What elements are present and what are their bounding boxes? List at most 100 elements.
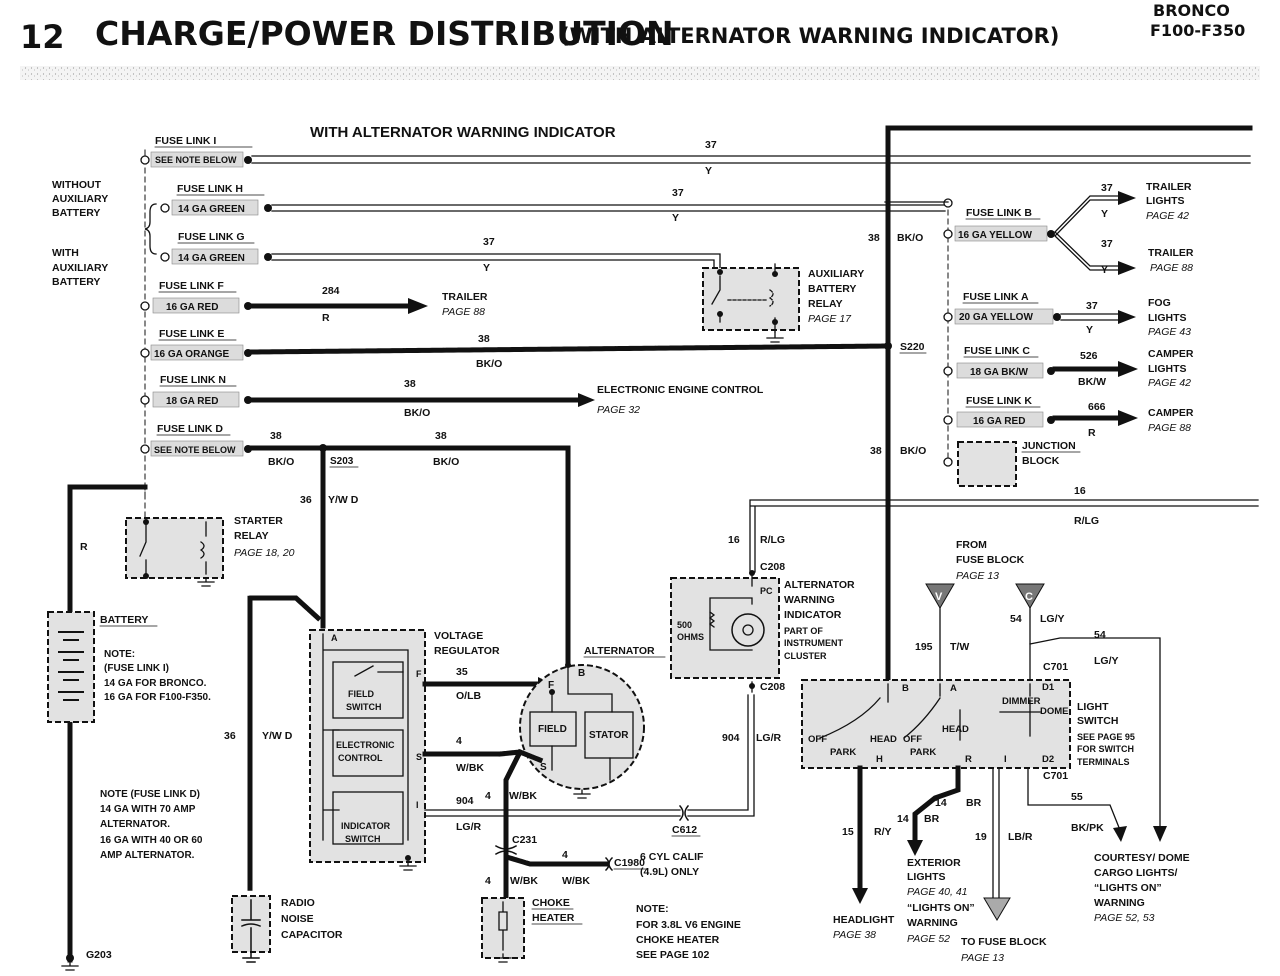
svg-text:CAMPER: CAMPER bbox=[1148, 348, 1194, 360]
aux-relay-label: AUXILIARY BATTERY RELAY PAGE 17 bbox=[808, 268, 864, 325]
diagram-title: WITH ALTERNATOR WARNING INDICATOR bbox=[310, 124, 616, 141]
svg-text:SWITCH: SWITCH bbox=[345, 834, 381, 844]
connector-c208-bottom: C208 bbox=[760, 681, 785, 693]
svg-text:STARTER: STARTER bbox=[234, 515, 283, 527]
svg-text:F: F bbox=[416, 669, 422, 679]
svg-text:O/LB: O/LB bbox=[456, 690, 481, 702]
svg-text:DOME: DOME bbox=[1040, 706, 1069, 717]
awi-label: ALTERNATOR WARNING INDICATOR bbox=[784, 579, 855, 621]
svg-text:I: I bbox=[1004, 754, 1007, 765]
svg-text:14: 14 bbox=[935, 797, 947, 809]
svg-text:INDICATOR: INDICATOR bbox=[341, 821, 391, 831]
fuse-v-icon: V bbox=[935, 591, 943, 603]
fuse-link-h-name: FUSE LINK H bbox=[177, 183, 243, 195]
fuse-link-g-gauge: 14 GA GREEN bbox=[178, 253, 245, 264]
svg-text:HEADLIGHT: HEADLIGHT bbox=[833, 914, 895, 926]
svg-text:LG/Y: LG/Y bbox=[1040, 613, 1065, 625]
fuse-link-g-name: FUSE LINK G bbox=[178, 231, 245, 243]
battery bbox=[47, 611, 95, 723]
svg-text:HEATER: HEATER bbox=[532, 912, 575, 924]
svg-text:R: R bbox=[1088, 427, 1096, 439]
courtesy-lights-destination: COURTESY/ DOME CARGO LIGHTS/ “LIGHTS ON”… bbox=[1094, 852, 1190, 924]
fuse-link-b-name: FUSE LINK B bbox=[966, 207, 1032, 219]
svg-text:PAGE 38: PAGE 38 bbox=[833, 929, 876, 941]
svg-text:PAGE 13: PAGE 13 bbox=[956, 570, 999, 582]
svg-text:PARK: PARK bbox=[910, 747, 936, 758]
svg-text:4: 4 bbox=[485, 875, 491, 887]
svg-text:D2: D2 bbox=[1042, 754, 1054, 765]
svg-text:CHOKE HEATER: CHOKE HEATER bbox=[636, 934, 720, 946]
brace bbox=[144, 203, 157, 255]
svg-text:A: A bbox=[950, 683, 957, 694]
svg-text:SEE PAGE 102: SEE PAGE 102 bbox=[636, 949, 710, 961]
svg-text:WARNING: WARNING bbox=[907, 917, 958, 929]
fuse-link-c-gauge: 18 GA BK/W bbox=[970, 367, 1029, 378]
svg-text:Y/W D: Y/W D bbox=[262, 730, 293, 742]
svg-text:NOTE:: NOTE: bbox=[104, 649, 135, 660]
fuse-link-b-gauge: 16 GA YELLOW bbox=[958, 230, 1032, 241]
svg-text:H: H bbox=[876, 754, 883, 765]
svg-text:LG/R: LG/R bbox=[456, 821, 481, 833]
svg-text:PART OF: PART OF bbox=[784, 626, 823, 636]
connector-s220: S220 bbox=[900, 341, 925, 353]
svg-text:FIELD: FIELD bbox=[538, 724, 567, 735]
svg-text:4: 4 bbox=[562, 849, 568, 861]
svg-text:BK/PK: BK/PK bbox=[1071, 822, 1104, 834]
alternator-warning-indicator bbox=[670, 577, 780, 679]
svg-text:R: R bbox=[80, 541, 88, 553]
svg-text:666: 666 bbox=[1088, 401, 1106, 413]
svg-text:HEAD: HEAD bbox=[942, 724, 969, 735]
svg-text:37: 37 bbox=[483, 236, 495, 248]
svg-text:BATTERY: BATTERY bbox=[808, 283, 856, 295]
svg-text:R/LG: R/LG bbox=[1074, 515, 1099, 527]
ground-g203: G203 bbox=[86, 949, 112, 961]
model-range: F100-F350 bbox=[1150, 21, 1245, 40]
svg-text:T/W: T/W bbox=[950, 641, 969, 653]
note-fuse-link-d: NOTE (FUSE LINK D) 14 GA WITH 70 AMP ALT… bbox=[100, 789, 203, 861]
connector-c208-top: C208 bbox=[760, 561, 785, 573]
svg-text:W/BK: W/BK bbox=[509, 790, 537, 802]
svg-text:(FUSE LINK I): (FUSE LINK I) bbox=[104, 663, 169, 674]
svg-text:37: 37 bbox=[1101, 238, 1113, 250]
svg-text:PAGE 13: PAGE 13 bbox=[961, 952, 1004, 964]
svg-text:NOTE (FUSE LINK D): NOTE (FUSE LINK D) bbox=[100, 789, 200, 800]
svg-text:16 GA FOR F100-F350.: 16 GA FOR F100-F350. bbox=[104, 692, 211, 703]
connector-c701-bottom: C701 bbox=[1043, 770, 1068, 782]
radio-capacitor-label: RADIO NOISE CAPACITOR bbox=[281, 897, 343, 941]
svg-text:“LIGHTS ON”: “LIGHTS ON” bbox=[1094, 882, 1162, 894]
fuse-link-f-name: FUSE LINK F bbox=[159, 280, 224, 292]
svg-text:R: R bbox=[322, 312, 330, 324]
svg-text:BK/O: BK/O bbox=[897, 232, 923, 244]
svg-text:FIELD: FIELD bbox=[348, 689, 374, 699]
fuse-link-d-name: FUSE LINK D bbox=[157, 423, 223, 435]
svg-text:BK/O: BK/O bbox=[404, 407, 430, 419]
svg-text:55: 55 bbox=[1071, 791, 1083, 803]
svg-text:REGULATOR: REGULATOR bbox=[434, 645, 500, 657]
svg-text:OFF: OFF bbox=[903, 734, 922, 745]
svg-text:Y: Y bbox=[1086, 324, 1093, 336]
headlight-destination: HEADLIGHT PAGE 38 bbox=[833, 914, 895, 941]
svg-text:15: 15 bbox=[842, 826, 854, 838]
fuse-link-c-name: FUSE LINK C bbox=[964, 345, 1030, 357]
svg-text:54: 54 bbox=[1010, 613, 1022, 625]
svg-text:CHOKE: CHOKE bbox=[532, 897, 570, 909]
battery-notes: WITHOUT AUXILIARY BATTERY WITH AUXILIARY… bbox=[52, 179, 108, 288]
svg-text:904: 904 bbox=[456, 795, 474, 807]
alternator-label: ALTERNATOR bbox=[584, 645, 655, 657]
fuse-link-f-gauge: 16 GA RED bbox=[166, 302, 218, 313]
svg-text:W/BK: W/BK bbox=[510, 875, 538, 887]
svg-text:38: 38 bbox=[404, 378, 416, 390]
svg-text:Y/W D: Y/W D bbox=[328, 494, 359, 506]
svg-text:TRAILER: TRAILER bbox=[1148, 247, 1194, 259]
starter-relay-label: STARTER RELAY PAGE 18, 20 bbox=[234, 515, 295, 559]
fuse-link-i-gauge-box bbox=[150, 151, 244, 168]
svg-text:R: R bbox=[965, 754, 972, 765]
svg-text:WARNING: WARNING bbox=[1094, 897, 1145, 909]
svg-text:S: S bbox=[416, 752, 422, 762]
page-number: 12 bbox=[20, 18, 65, 56]
battery-cells bbox=[58, 631, 84, 701]
note-choke: NOTE: FOR 3.8L V6 ENGINE CHOKE HEATER SE… bbox=[636, 903, 741, 961]
svg-text:RELAY: RELAY bbox=[808, 298, 843, 310]
svg-text:37: 37 bbox=[705, 139, 717, 151]
svg-text:BR: BR bbox=[924, 813, 940, 825]
